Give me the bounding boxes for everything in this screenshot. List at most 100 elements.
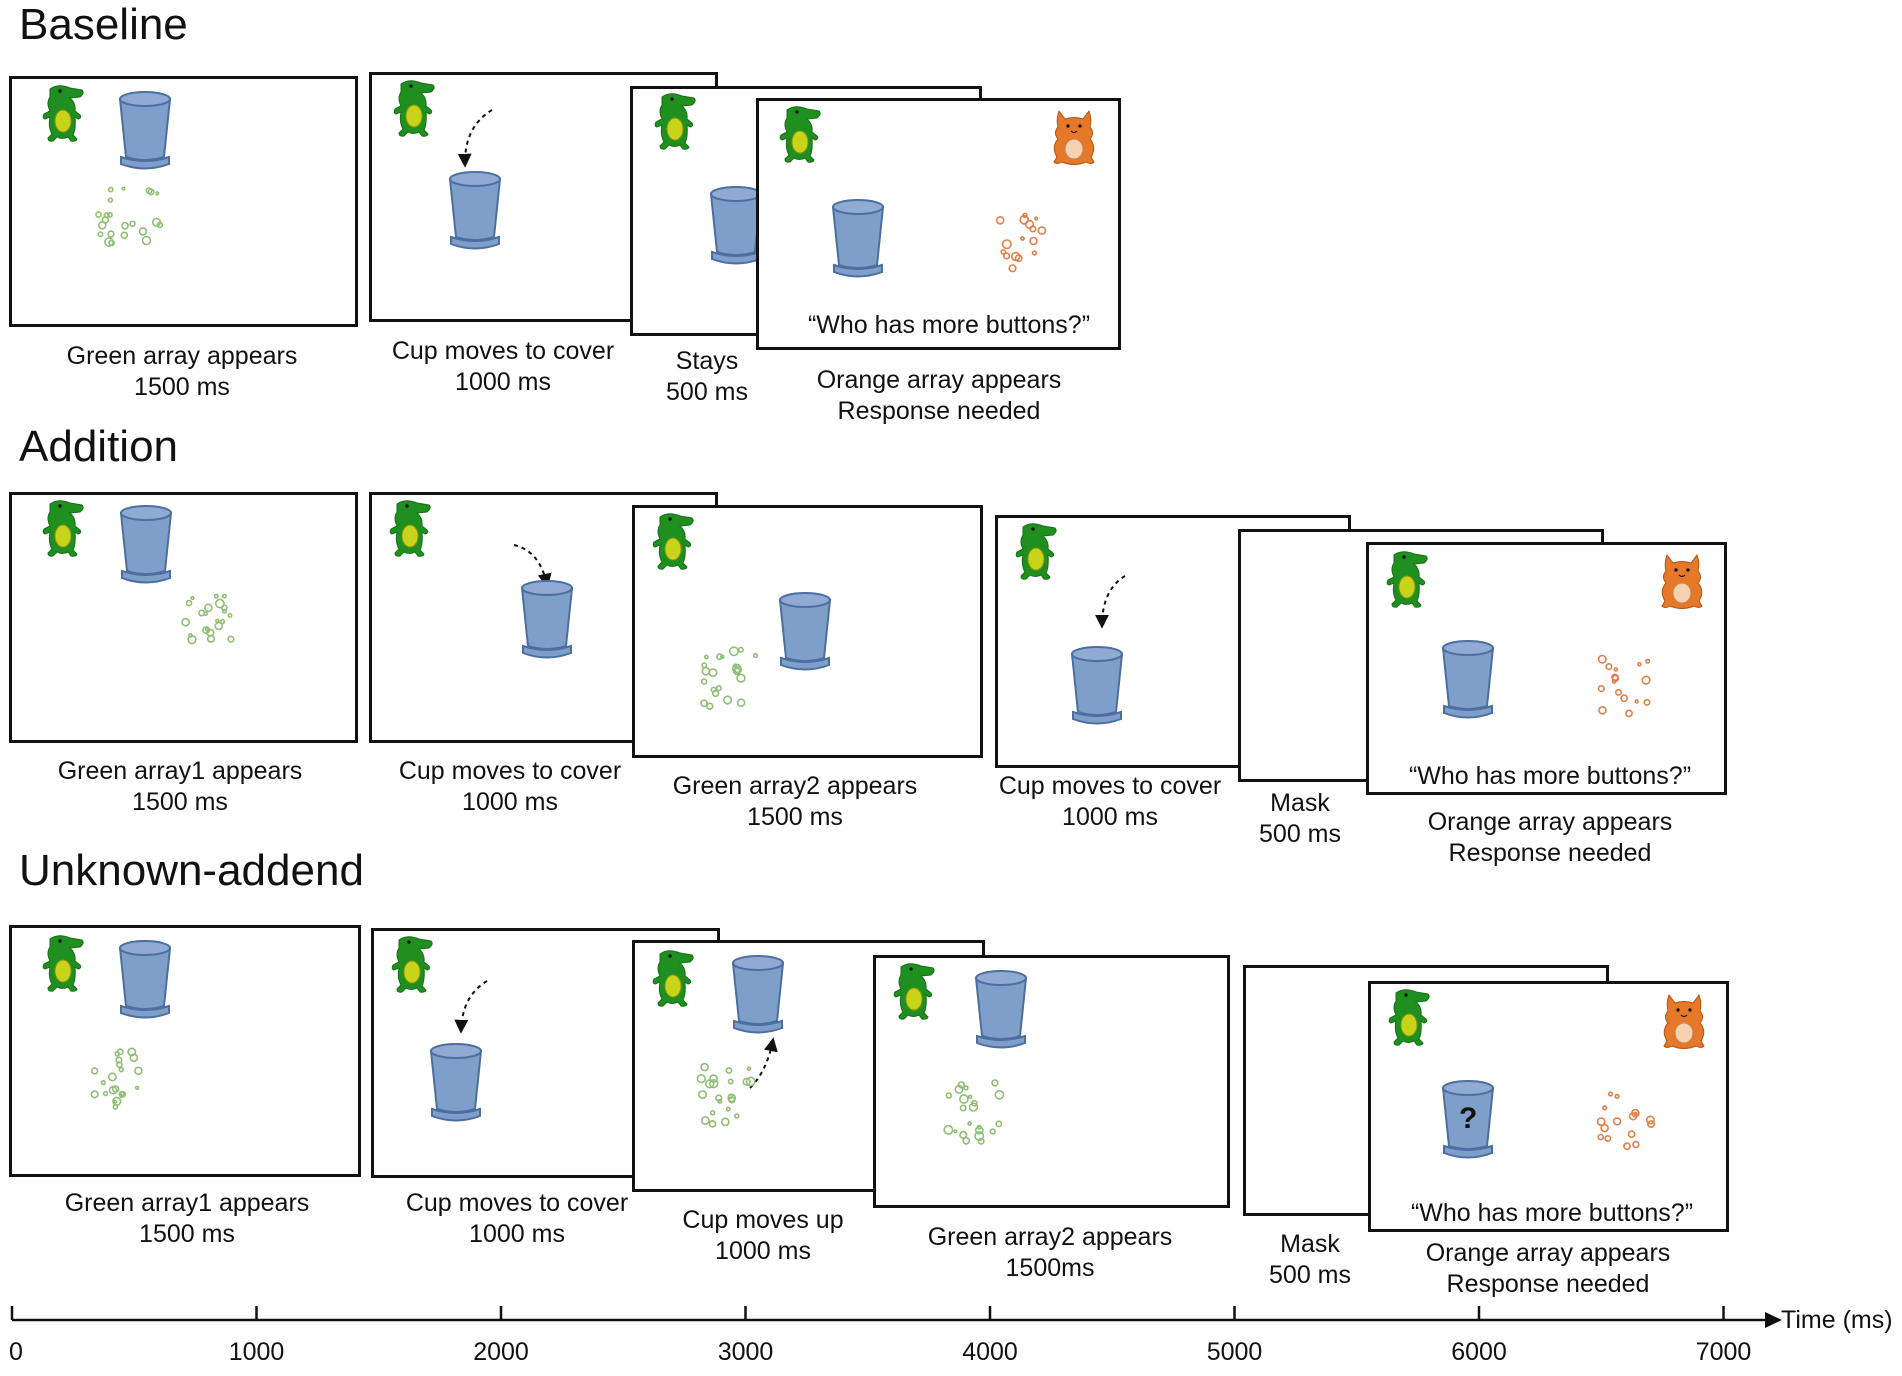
cup-icon bbox=[1067, 642, 1127, 730]
button-dot bbox=[221, 608, 227, 614]
button-dot bbox=[991, 1079, 999, 1087]
cup-icon bbox=[971, 966, 1031, 1054]
button-dot bbox=[958, 1094, 969, 1104]
button-dot bbox=[723, 695, 733, 705]
button-dot bbox=[709, 1109, 716, 1116]
button-dot bbox=[1019, 214, 1030, 225]
frame-green-array1 bbox=[9, 492, 358, 743]
button-dot bbox=[1632, 1140, 1640, 1149]
button-dot bbox=[1637, 661, 1642, 667]
button-dot bbox=[700, 678, 708, 685]
button-dot bbox=[215, 598, 225, 609]
timeline-arrowhead bbox=[1765, 1312, 1782, 1328]
button-dot bbox=[107, 1072, 117, 1082]
timeline-tick-label: 5000 bbox=[1206, 1338, 1263, 1366]
crocodile-icon bbox=[652, 93, 698, 151]
button-dot bbox=[204, 627, 210, 632]
button-dot bbox=[1620, 694, 1629, 703]
button-dot bbox=[708, 1120, 717, 1128]
button-dot bbox=[1020, 236, 1025, 241]
button-dot bbox=[706, 702, 714, 710]
timeline-tick-label: 3000 bbox=[717, 1338, 774, 1366]
button-dot bbox=[953, 1129, 958, 1134]
button-dot bbox=[227, 635, 235, 643]
green-dot-array bbox=[95, 186, 164, 247]
button-dot bbox=[1003, 252, 1011, 260]
button-dot bbox=[97, 231, 104, 238]
button-dot bbox=[155, 191, 160, 196]
button-dot bbox=[185, 599, 193, 607]
button-dot bbox=[118, 1066, 125, 1073]
button-dot bbox=[127, 1047, 137, 1057]
button-dot bbox=[700, 1062, 709, 1072]
button-dot bbox=[1597, 684, 1605, 693]
button-dot bbox=[190, 595, 195, 601]
green-dot-array bbox=[181, 593, 235, 645]
button-dot bbox=[113, 1099, 118, 1104]
cat-icon bbox=[1657, 551, 1707, 609]
green-dot-array bbox=[943, 1079, 1005, 1145]
button-dot bbox=[733, 1113, 740, 1119]
button-dot bbox=[737, 646, 745, 653]
button-dot bbox=[1022, 212, 1028, 219]
button-dot bbox=[102, 1090, 109, 1097]
button-dot bbox=[1024, 219, 1035, 230]
button-dot bbox=[727, 1078, 734, 1085]
button-dot bbox=[1631, 1108, 1640, 1118]
frame-green-array bbox=[9, 76, 358, 327]
button-dot bbox=[202, 626, 211, 635]
timeline-tick-label: 4000 bbox=[962, 1338, 1018, 1366]
button-dot bbox=[728, 646, 739, 657]
button-dot bbox=[974, 1125, 984, 1135]
button-dot bbox=[715, 684, 723, 692]
button-dot bbox=[1613, 667, 1619, 672]
button-dot bbox=[732, 663, 738, 668]
timeline-axis bbox=[10, 1306, 1782, 1328]
button-dot bbox=[90, 1090, 99, 1099]
button-dot bbox=[1645, 1115, 1655, 1125]
timeline-tick-label: 0 bbox=[9, 1338, 23, 1366]
button-dot bbox=[1643, 698, 1651, 706]
button-dot bbox=[1611, 679, 1617, 684]
button-dot bbox=[112, 1103, 119, 1110]
green-dot-array bbox=[696, 1062, 756, 1128]
button-dot bbox=[119, 1093, 124, 1099]
button-dot bbox=[696, 1074, 706, 1084]
button-dot bbox=[736, 673, 746, 683]
button-dot bbox=[1597, 654, 1607, 664]
button-dot bbox=[1605, 663, 1613, 671]
curved-arrow-icon bbox=[513, 544, 552, 588]
button-dot bbox=[141, 235, 152, 246]
button-dot bbox=[134, 1066, 143, 1076]
timeline-tick-label: 1000 bbox=[228, 1338, 285, 1366]
button-dot bbox=[1614, 1093, 1620, 1099]
section-title-unknown-addend: Unknown-addend bbox=[19, 846, 364, 895]
button-dot bbox=[156, 221, 164, 229]
button-dot bbox=[727, 1093, 734, 1100]
frame-green-array1 bbox=[9, 925, 361, 1177]
button-dot bbox=[989, 1128, 996, 1135]
button-dot bbox=[1607, 1091, 1614, 1097]
button-dot bbox=[977, 1137, 985, 1145]
green-dot-array bbox=[700, 646, 759, 710]
button-dot bbox=[1641, 675, 1651, 685]
question-text: “Who has more buttons?” bbox=[1410, 1199, 1694, 1227]
button-dot bbox=[1001, 239, 1012, 250]
cup-icon bbox=[115, 936, 175, 1024]
button-dot bbox=[107, 230, 115, 238]
cup-question-mark: ? bbox=[1459, 1102, 1478, 1135]
button-dot bbox=[968, 1102, 979, 1112]
cup-icon bbox=[775, 588, 835, 676]
button-dot bbox=[203, 611, 209, 617]
crocodile-icon bbox=[650, 513, 696, 571]
button-dot bbox=[995, 1120, 1003, 1128]
